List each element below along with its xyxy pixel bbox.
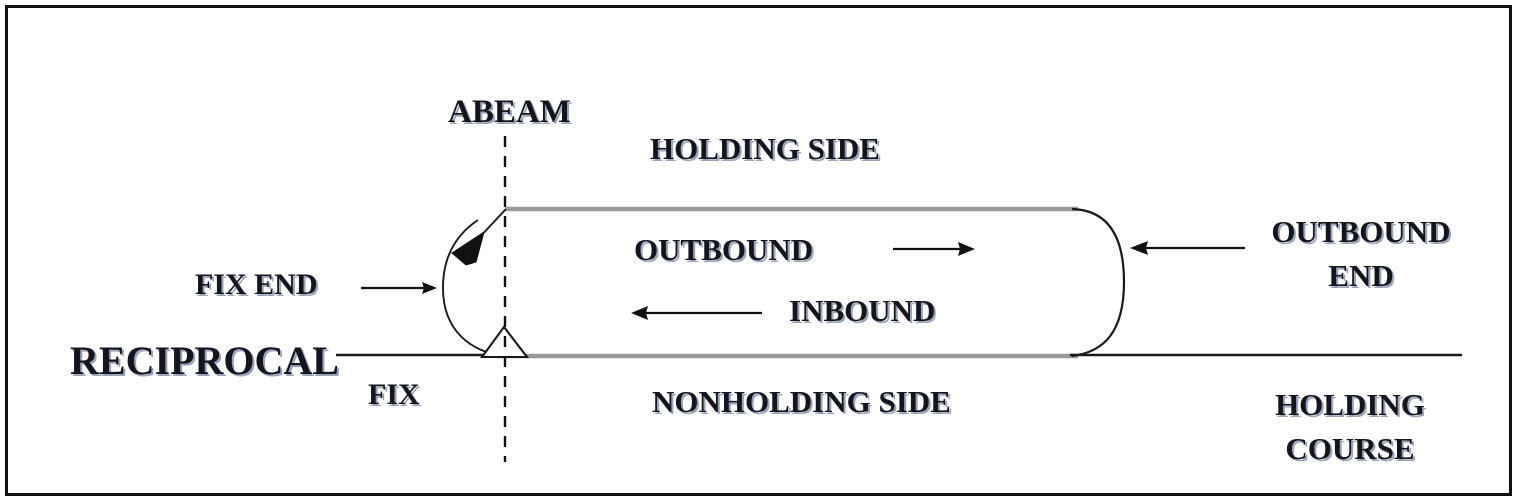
- fix-end-pointer-arrow-right-icon: [361, 282, 437, 294]
- outbound-end-arc: [1071, 207, 1126, 358]
- holding-course-line1: HOLDING: [1275, 387, 1425, 422]
- outbound-label: OUTBOUND: [634, 232, 813, 267]
- holding-course-line1-shadow: HOLDING: [1277, 389, 1427, 424]
- outbound-direction-arrow-right-icon: [893, 242, 975, 256]
- outbound-end-line2: END: [1328, 258, 1393, 293]
- fix-label: FIX: [368, 378, 420, 411]
- inbound-direction-arrow-left-icon: [631, 306, 762, 320]
- holding-course-line2: COURSE: [1285, 431, 1414, 466]
- outbound-end-line2-shadow: END: [1330, 260, 1395, 295]
- nonholding-side-label-shadow: NONHOLDING SIDE: [654, 386, 953, 421]
- outbound-end-line1: OUTBOUND: [1271, 214, 1450, 249]
- turn-direction-arrowhead-icon: [451, 230, 485, 266]
- fix-end-label-shadow: FIX END: [197, 270, 320, 303]
- holding-course-line2-shadow: COURSE: [1287, 433, 1416, 468]
- inbound-label: INBOUND: [789, 293, 935, 328]
- fix-label-shadow: FIX: [370, 380, 422, 413]
- outbound-label-shadow: OUTBOUND: [636, 234, 815, 269]
- abeam-label: ABEAM: [448, 94, 571, 130]
- reciprocal-label-shadow: RECIPROCAL: [72, 340, 341, 385]
- outbound-end-pointer-arrow-left-icon: [1130, 241, 1245, 255]
- outbound-end-line1-shadow: OUTBOUND: [1273, 216, 1452, 251]
- diagram-border: [5, 5, 1512, 496]
- fix-end-arc: [442, 219, 506, 357]
- holding-side-label-shadow: HOLDING SIDE: [652, 133, 882, 168]
- inbound-label-shadow: INBOUND: [791, 295, 937, 330]
- abeam-label-shadow: ABEAM: [450, 96, 573, 132]
- reciprocal-label: RECIPROCAL: [70, 338, 339, 383]
- fix-end-label: FIX END: [195, 268, 318, 301]
- nonholding-side-label: NONHOLDING SIDE: [652, 384, 951, 419]
- holding-side-label: HOLDING SIDE: [650, 131, 880, 166]
